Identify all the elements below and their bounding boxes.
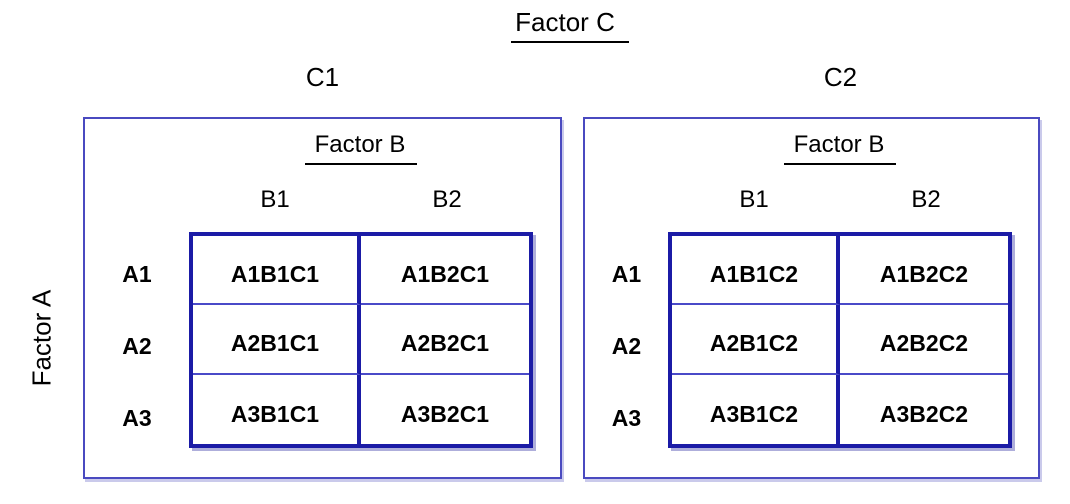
cell-a1b1c2: A1B1C2 [672, 236, 840, 306]
design-grid-c2: A1B1C2 A1B2C2 A2B1C2 A2B2C2 A3B1C2 A3B2C… [668, 232, 1012, 448]
row-header-a1: A1 [122, 260, 152, 287]
cell-a3b1c2: A3B1C2 [672, 374, 840, 444]
factor-a-axis-label: Factor A [26, 289, 57, 387]
cell-a3b2c1: A3B2C1 [400, 400, 490, 427]
col-header-b2: B2 [911, 186, 941, 213]
panel-c2: Factor B B1 B2 A1 A2 A3 A1B1C2 A1B2C2 A2… [583, 117, 1040, 479]
col-header-b1: B1 [260, 186, 290, 213]
cell-a2b1c2: A2B1C2 [672, 305, 840, 375]
cell-a1b2c2: A1B2C2 [840, 236, 1008, 306]
factor-c-title-text: Factor C [511, 7, 629, 43]
row-labels-c1: A1 A2 A3 [85, 232, 189, 448]
c1-level-label: C1 [305, 62, 340, 92]
cell-a1b1c1: A1B1C1 [193, 236, 361, 306]
row-header-a2: A2 [122, 332, 152, 359]
factor-b-header-c1: Factor B [189, 131, 533, 165]
cell-a3b2c2: A3B2C2 [879, 400, 969, 427]
cell-a2b2c1: A2B2C1 [361, 305, 529, 375]
cell-a2b2c2: A2B2C2 [840, 305, 1008, 375]
cell-a3b1c1: A3B1C1 [193, 374, 361, 444]
col-header-b1: B1 [739, 186, 769, 213]
factor-b-header-text: Factor B [783, 131, 897, 165]
row-labels-c2: A1 A2 A3 [585, 232, 668, 448]
col-headers-c1: B1 B2 [189, 186, 533, 214]
col-header-b2: B2 [432, 186, 462, 213]
row-header-a2: A2 [611, 332, 642, 359]
c2-level-label: C2 [823, 62, 858, 92]
design-grid-c1: A1B1C1 A1B2C1 A2B1C1 A2B2C1 A3B1C1 A3B2C… [189, 232, 533, 448]
factor-c-title: Factor C [420, 7, 720, 43]
col-headers-c2: B1 B2 [668, 186, 1012, 214]
cell-a2b1c1: A2B1C1 [193, 305, 361, 375]
row-header-a3: A3 [611, 404, 642, 431]
cell-a1b2c1: A1B2C1 [361, 236, 529, 306]
panel-c1: Factor B B1 B2 A1 A2 A3 A1B1C1 A1B2C1 A2… [83, 117, 562, 479]
row-header-a3: A3 [122, 404, 152, 431]
row-header-a1: A1 [611, 260, 642, 287]
factor-b-header-c2: Factor B [668, 131, 1012, 165]
factor-b-header-text: Factor B [304, 131, 418, 165]
